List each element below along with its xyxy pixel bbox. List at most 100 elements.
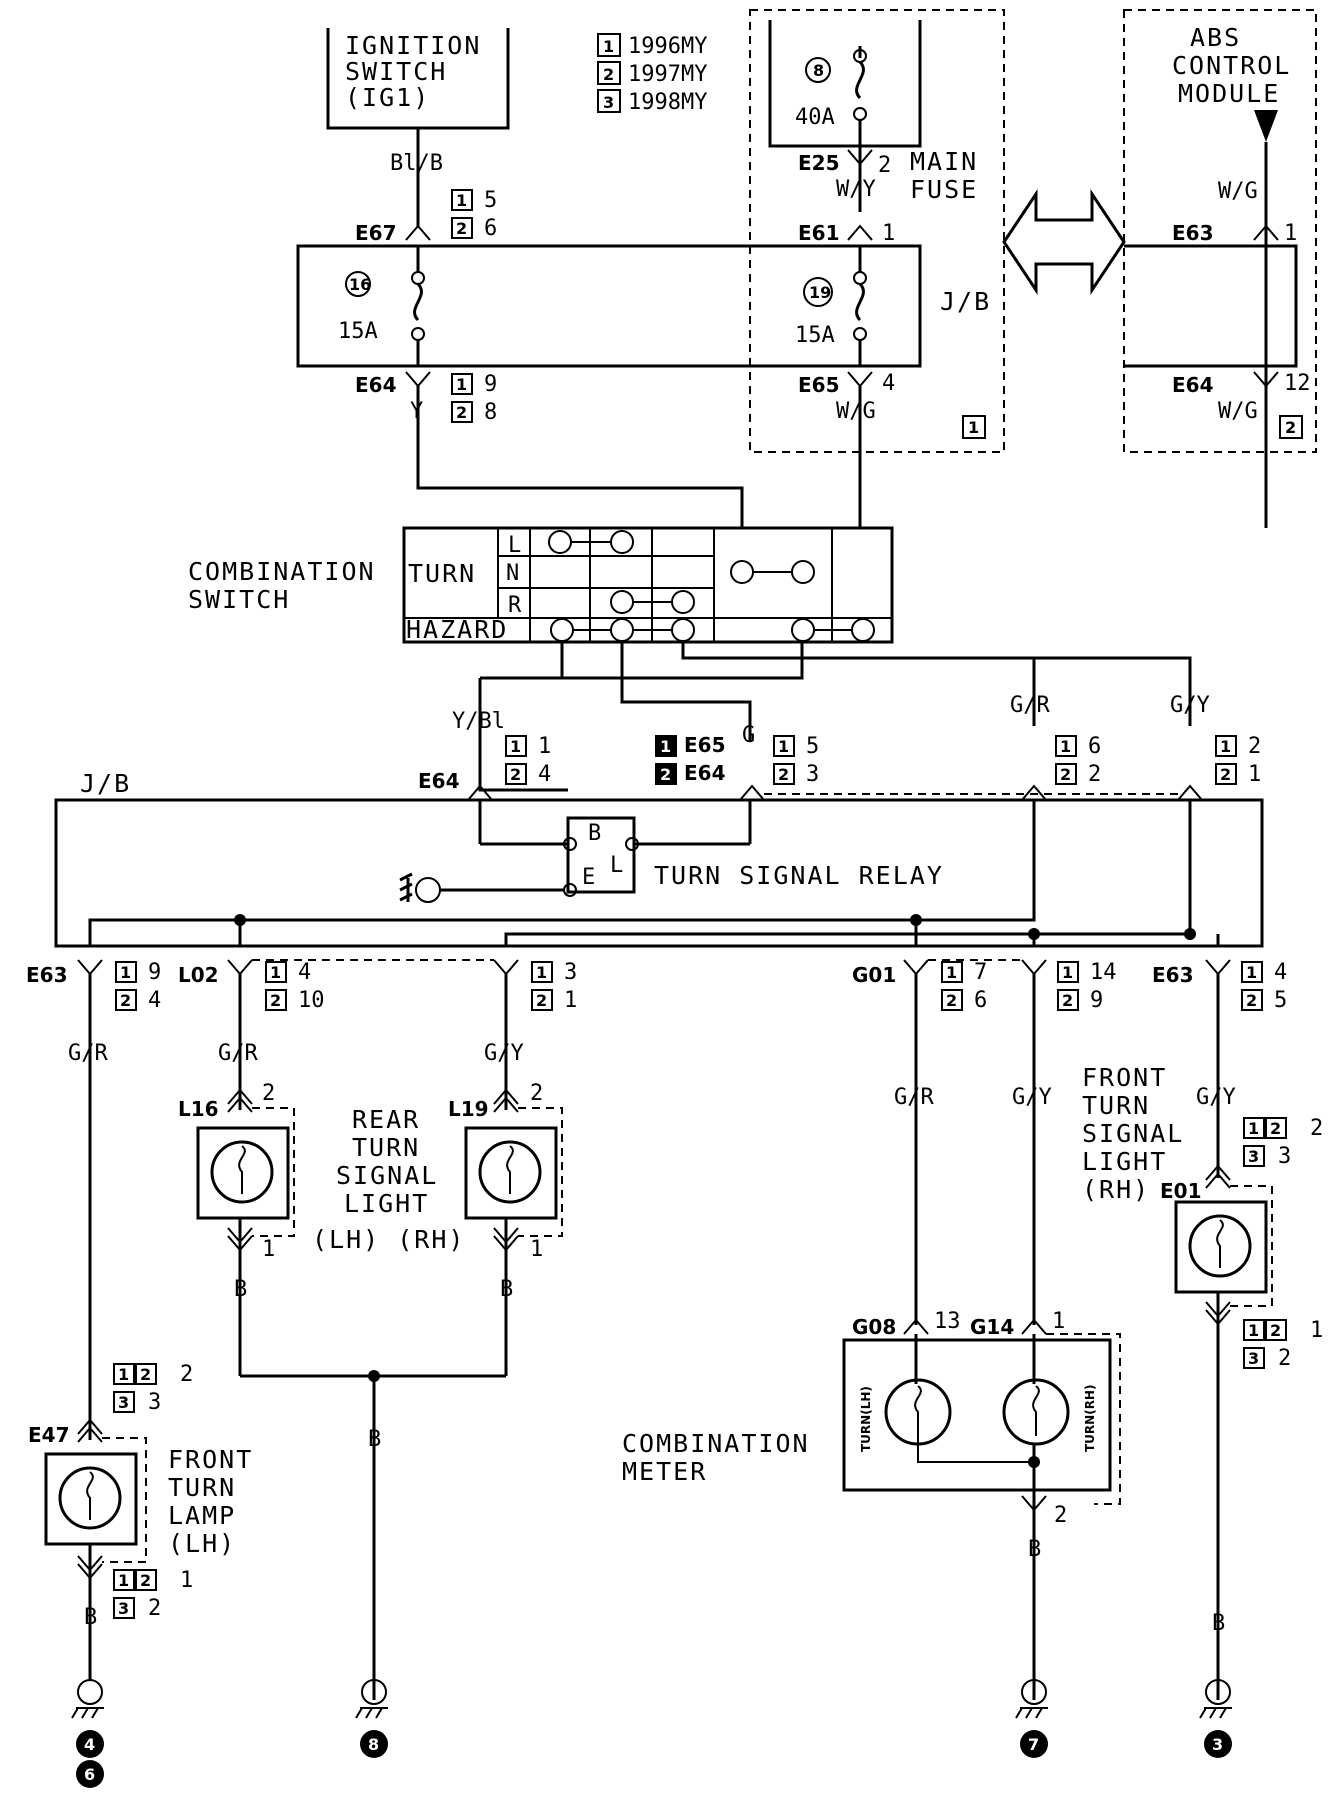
svg-text:G/Y: G/Y bbox=[484, 1041, 524, 1066]
communication-arrow bbox=[1002, 189, 1126, 295]
svg-text:E63: E63 bbox=[26, 963, 68, 987]
svg-text:N: N bbox=[506, 561, 519, 586]
svg-text:3: 3 bbox=[1248, 1147, 1259, 1166]
svg-text:6: 6 bbox=[1088, 734, 1101, 759]
svg-text:2: 2 bbox=[778, 765, 789, 784]
svg-text:G/R: G/R bbox=[218, 1041, 258, 1066]
svg-text:2: 2 bbox=[1060, 765, 1071, 784]
svg-text:1: 1 bbox=[1062, 963, 1073, 982]
svg-text:TURN: TURN bbox=[1082, 1091, 1150, 1120]
svg-text:E61: E61 bbox=[798, 221, 840, 245]
svg-text:1: 1 bbox=[120, 963, 131, 982]
svg-text:2: 2 bbox=[456, 403, 467, 422]
front-turn-light-rh: FRONT TURN SIGNAL LIGHT (RH) E01 1 2 2 3… bbox=[1082, 1063, 1323, 1700]
svg-text:2: 2 bbox=[1088, 762, 1101, 787]
svg-text:MODULE: MODULE bbox=[1178, 79, 1280, 108]
svg-text:2: 2 bbox=[1270, 1321, 1281, 1340]
svg-text:1: 1 bbox=[118, 1365, 129, 1384]
svg-text:1: 1 bbox=[536, 963, 547, 982]
svg-text:B: B bbox=[1212, 1611, 1225, 1636]
svg-text:2: 2 bbox=[510, 765, 521, 784]
svg-text:L02: L02 bbox=[178, 963, 219, 987]
svg-text:3: 3 bbox=[1248, 1349, 1259, 1368]
svg-text:4: 4 bbox=[882, 371, 895, 396]
svg-text:TURN: TURN bbox=[168, 1473, 236, 1502]
svg-text:9: 9 bbox=[1090, 988, 1103, 1013]
svg-text:1: 1 bbox=[660, 737, 671, 756]
svg-text:3: 3 bbox=[148, 1390, 161, 1415]
svg-text:15A: 15A bbox=[795, 323, 835, 348]
svg-text:B: B bbox=[234, 1277, 247, 1302]
svg-text:G/Y: G/Y bbox=[1170, 693, 1210, 718]
svg-text:3: 3 bbox=[1212, 1735, 1223, 1754]
svg-text:METER: METER bbox=[622, 1457, 707, 1486]
svg-text:G14: G14 bbox=[970, 1315, 1014, 1339]
svg-text:2: 2 bbox=[262, 1081, 275, 1106]
svg-text:2: 2 bbox=[270, 991, 281, 1010]
svg-text:B: B bbox=[84, 1605, 97, 1630]
svg-text:J/B: J/B bbox=[80, 769, 131, 798]
svg-text:E47: E47 bbox=[28, 1423, 70, 1447]
svg-text:3: 3 bbox=[806, 762, 819, 787]
svg-text:1: 1 bbox=[262, 1237, 275, 1262]
svg-text:5: 5 bbox=[1274, 988, 1287, 1013]
ground-7: 7 bbox=[1015, 1679, 1048, 1758]
svg-text:16: 16 bbox=[349, 275, 371, 294]
svg-text:MAIN: MAIN bbox=[910, 147, 978, 176]
svg-text:1: 1 bbox=[603, 37, 614, 56]
svg-text:2: 2 bbox=[878, 153, 891, 178]
front-turn-lamp-lh: 1 2 2 3 3 E47 1 2 1 3 2 B FRONT TURN LAM… bbox=[28, 1362, 251, 1680]
svg-text:1: 1 bbox=[778, 737, 789, 756]
ground-8: 8 bbox=[355, 1679, 388, 1758]
svg-text:(LH): (LH) bbox=[168, 1529, 236, 1558]
svg-text:1: 1 bbox=[538, 734, 551, 759]
svg-text:1: 1 bbox=[118, 1571, 129, 1590]
svg-text:E65: E65 bbox=[684, 733, 726, 757]
svg-text:7: 7 bbox=[1028, 1735, 1039, 1754]
svg-text:2: 2 bbox=[1062, 991, 1073, 1010]
svg-text:G: G bbox=[742, 723, 755, 748]
svg-text:2: 2 bbox=[140, 1365, 151, 1384]
svg-text:HAZARD: HAZARD bbox=[406, 615, 508, 644]
svg-text:2: 2 bbox=[120, 991, 131, 1010]
svg-text:E64: E64 bbox=[355, 373, 397, 397]
svg-text:E01: E01 bbox=[1160, 1179, 1202, 1203]
svg-text:1: 1 bbox=[1248, 762, 1261, 787]
svg-text:G/R: G/R bbox=[68, 1041, 108, 1066]
svg-text:TURN: TURN bbox=[408, 559, 476, 588]
svg-text:LIGHT: LIGHT bbox=[1082, 1147, 1167, 1176]
svg-text:1: 1 bbox=[1310, 1318, 1323, 1343]
svg-text:G01: G01 bbox=[852, 963, 896, 987]
svg-text:(RH): (RH) bbox=[1082, 1175, 1150, 1204]
svg-text:1998MY: 1998MY bbox=[628, 90, 707, 115]
svg-text:LIGHT: LIGHT bbox=[344, 1189, 429, 1218]
svg-text:E65: E65 bbox=[798, 373, 840, 397]
combination-switch: COMBINATION SWITCH TURN HAZARD L N R bbox=[188, 526, 894, 644]
svg-text:FRONT: FRONT bbox=[1082, 1063, 1167, 1092]
svg-text:J/B: J/B bbox=[940, 287, 991, 316]
svg-text:G/Y: G/Y bbox=[1012, 1085, 1052, 1110]
rear-turn-light-rh: L19 2 1 B bbox=[448, 1081, 563, 1376]
fuse-19: 19 15A bbox=[795, 246, 867, 366]
svg-text:SWITCH: SWITCH bbox=[188, 585, 290, 614]
svg-text:Y/Bl: Y/Bl bbox=[452, 709, 505, 734]
svg-text:1: 1 bbox=[1220, 737, 1231, 756]
svg-text:SWITCH: SWITCH bbox=[345, 57, 447, 86]
svg-text:G/R: G/R bbox=[894, 1085, 934, 1110]
svg-text:TURN(RH): TURN(RH) bbox=[1083, 1385, 1097, 1452]
svg-text:G08: G08 bbox=[852, 1315, 896, 1339]
svg-text:2: 2 bbox=[1054, 1503, 1067, 1528]
svg-text:2: 2 bbox=[530, 1081, 543, 1106]
svg-text:4: 4 bbox=[84, 1735, 95, 1754]
svg-text:L19: L19 bbox=[448, 1097, 489, 1121]
rear-turn-light-label: REAR TURN SIGNAL LIGHT (LH) (RH) bbox=[312, 1105, 463, 1254]
svg-text:7: 7 bbox=[974, 960, 987, 985]
svg-text:4: 4 bbox=[538, 762, 551, 787]
svg-text:TURN SIGNAL RELAY: TURN SIGNAL RELAY bbox=[654, 861, 944, 890]
svg-text:13: 13 bbox=[934, 1309, 961, 1334]
svg-text:6: 6 bbox=[484, 216, 497, 241]
svg-text:1: 1 bbox=[1284, 221, 1297, 246]
svg-text:W/Y: W/Y bbox=[836, 177, 876, 202]
svg-text:2: 2 bbox=[456, 219, 467, 238]
svg-text:1: 1 bbox=[1246, 963, 1257, 982]
